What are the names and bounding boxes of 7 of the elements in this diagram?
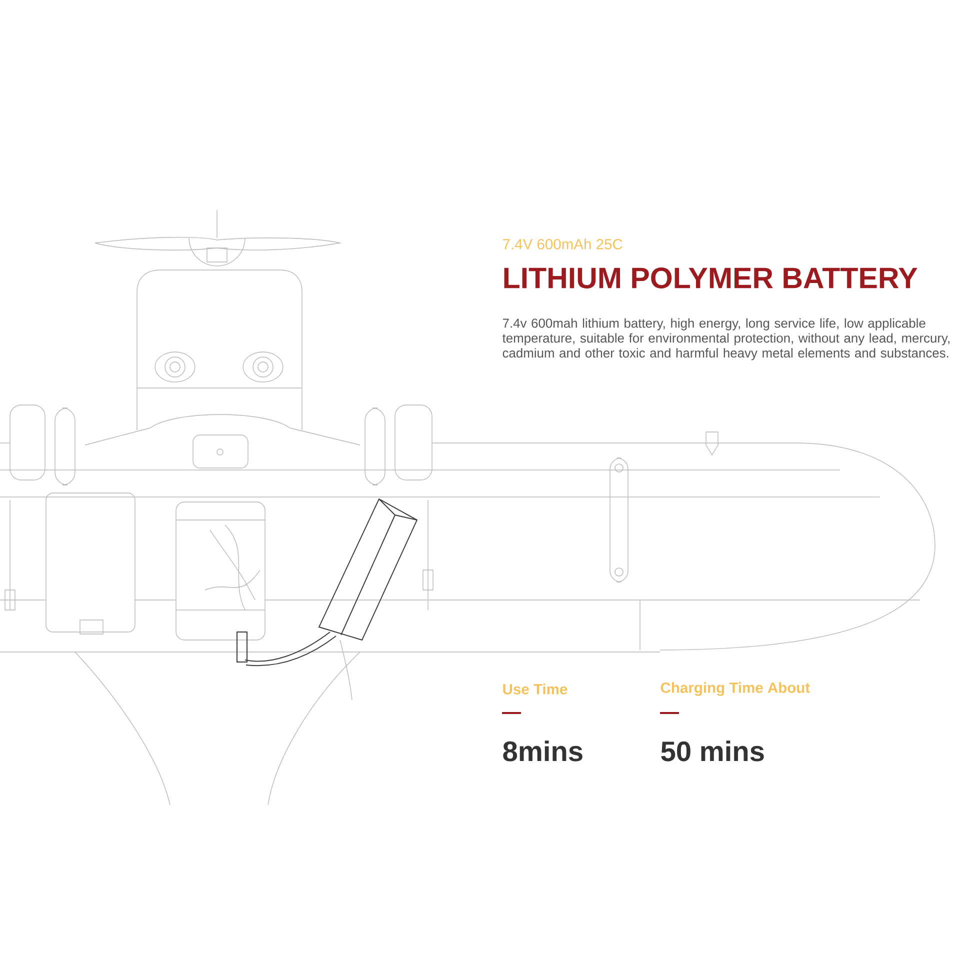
stat-value: 50 mins xyxy=(661,740,764,762)
stat-label: Charging Time About xyxy=(660,682,810,696)
description: 7.4v 600mah lithium battery, high energy, long service life, low applicable temperature, suitable for environmental protection, without any lead, mercury, cadmium and other toxic and harmful heavy metal elements and substances. xyxy=(502,318,950,360)
stat-label: Use Time xyxy=(503,684,568,694)
title: LITHIUM POLYMER BATTERY xyxy=(504,268,918,288)
spec-line: 7.4V 600mAh 25C xyxy=(503,238,622,250)
stat-value: 8mins xyxy=(503,740,582,762)
